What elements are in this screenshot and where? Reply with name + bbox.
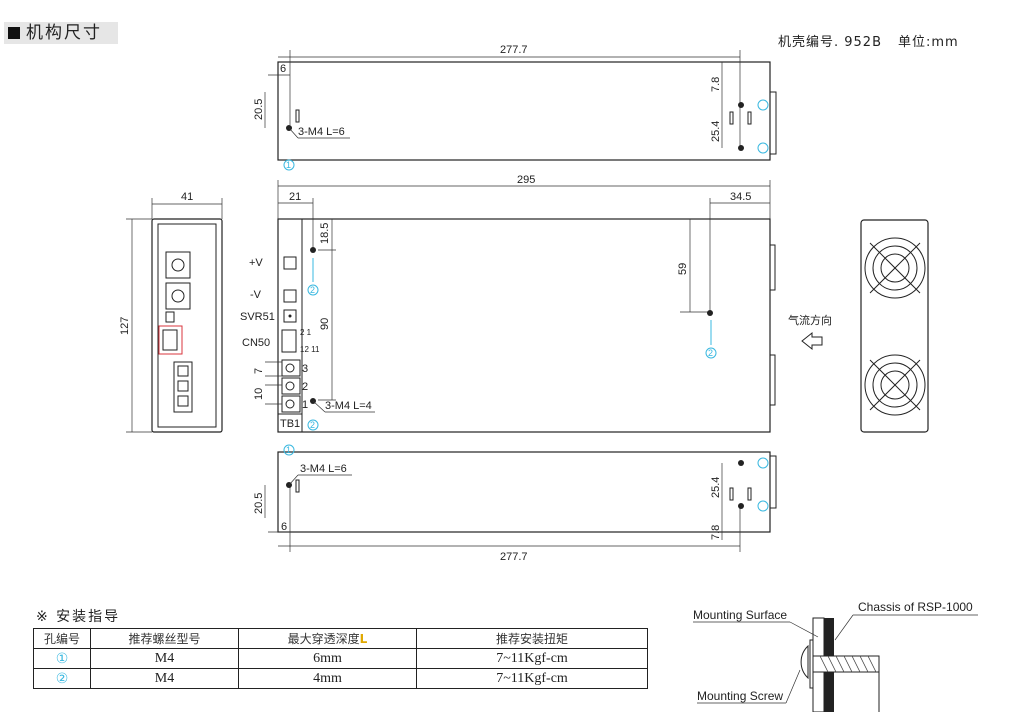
cell-torque: 7~11Kgf-cm — [416, 668, 648, 689]
section-title-text: 机构尺寸 — [26, 23, 102, 43]
dim-side-width: 41 — [181, 191, 193, 203]
dim-left-offset: 21 — [289, 191, 301, 203]
end-view — [860, 219, 929, 433]
side-view: 41 127 — [119, 191, 223, 433]
dim-side-height: 127 — [119, 317, 131, 335]
cell-screw: M4 — [90, 648, 239, 669]
cn50-pins-top: 2 1 — [300, 328, 312, 337]
table-header-row: 孔编号 推荐螺丝型号 最大穿透深度L 推荐安装扭矩 — [33, 628, 648, 649]
dim-vert-right: 59 — [677, 263, 689, 275]
mounting-screw-label: Mounting Screw — [697, 689, 783, 703]
dim-top-length: 277.7 — [500, 44, 528, 56]
header-screw-type: 推荐螺丝型号 — [90, 628, 239, 649]
dim-bottom-height: 20.5 — [253, 493, 265, 514]
tb-pin-3: 3 — [302, 363, 308, 375]
dim-right-offset: 34.5 — [730, 191, 751, 203]
header-depth-symbol: L — [359, 632, 368, 646]
cell-screw: M4 — [90, 668, 239, 689]
table-row: ② M4 4mm 7~11Kgf-cm — [33, 668, 648, 689]
header-hole-no: 孔编号 — [33, 628, 91, 649]
case-number: 机壳编号. 952B — [778, 35, 882, 50]
section-title: 机构尺寸 — [4, 22, 118, 44]
dim-bottom-spacing: 25.4 — [710, 477, 722, 498]
unit-label: 单位:mm — [898, 35, 959, 50]
dim-vert-top: 18.5 — [319, 223, 331, 244]
terminal-label-svr51: SVR51 — [240, 311, 275, 323]
cell-torque: 7~11Kgf-cm — [416, 648, 648, 669]
dim-tb-pitch: 7 — [253, 368, 265, 374]
svg-text:1: 1 — [286, 160, 291, 170]
dim-top-height: 20.5 — [253, 99, 265, 120]
header-max-depth-text: 最大穿透深度 — [287, 632, 360, 646]
svg-text:2: 2 — [310, 420, 315, 430]
dim-top-right: 7.8 — [710, 77, 722, 92]
header-max-depth: 最大穿透深度L — [238, 628, 417, 649]
dim-top-spacing: 25.4 — [710, 121, 722, 142]
dim-vert-mid: 90 — [319, 318, 331, 330]
tb-pin-1: 1 — [302, 399, 308, 411]
header-torque: 推荐安装扭矩 — [416, 628, 648, 649]
svg-text:1: 1 — [286, 445, 291, 455]
case-info: 机壳编号. 952B 单位:mm — [778, 31, 975, 50]
airflow-label: 气流方向 — [788, 313, 832, 327]
dim-tb-spacing: 10 — [253, 388, 265, 400]
table-row: ① M4 6mm 7~11Kgf-cm — [33, 648, 648, 669]
screw-callout-front: 3-M4 L=4 — [325, 400, 372, 412]
tb-pin-2: 2 — [302, 381, 308, 393]
svg-text:2: 2 — [310, 285, 315, 295]
install-guide-table: 孔编号 推荐螺丝型号 最大穿透深度L 推荐安装扭矩 ① M4 6mm 7~11K… — [33, 628, 648, 689]
top-view: 277.7 6 20.5 7.8 25.4 3-M4 L=6 1 — [253, 44, 777, 171]
cell-depth: 4mm — [238, 668, 417, 689]
cell-depth: 6mm — [238, 648, 417, 669]
cell-hole: ① — [33, 648, 91, 669]
front-view: 295 21 34.5 59 2 18.5 90 2 3-M4 L=4 2 +V… — [240, 174, 776, 433]
airflow-arrow-icon — [801, 331, 823, 351]
dim-top-offset: 6 — [280, 63, 286, 75]
cn50-pins-bottom: 12 11 — [300, 345, 320, 354]
svg-text:2: 2 — [708, 348, 713, 358]
chassis-label: Chassis of RSP-1000 — [858, 600, 973, 614]
square-bullet-icon — [8, 27, 20, 39]
dim-front-length: 295 — [517, 174, 535, 186]
cell-hole: ② — [33, 668, 91, 689]
mounting-surface-label: Mounting Surface — [693, 608, 787, 622]
dim-bottom-right: 7.8 — [710, 525, 722, 540]
tb-name: TB1 — [280, 418, 300, 430]
dim-bottom-offset: 6 — [281, 521, 287, 533]
terminal-label-minus-v: -V — [250, 289, 262, 301]
screw-callout-bottom: 3-M4 L=6 — [300, 463, 347, 475]
screw-callout-top: 3-M4 L=6 — [298, 126, 345, 138]
terminal-label-plus-v: +V — [249, 257, 263, 269]
install-guide-title: ※ 安装指导 — [36, 609, 121, 625]
airflow-indicator: 气流方向 — [788, 313, 832, 351]
dim-bottom-length: 277.7 — [500, 551, 528, 563]
mounting-detail: Mounting Surface Chassis of RSP-1000 Mou… — [693, 600, 978, 712]
bottom-view: 277.7 6 20.5 25.4 7.8 3-M4 L=6 1 — [253, 444, 777, 563]
terminal-label-cn50: CN50 — [242, 337, 270, 349]
